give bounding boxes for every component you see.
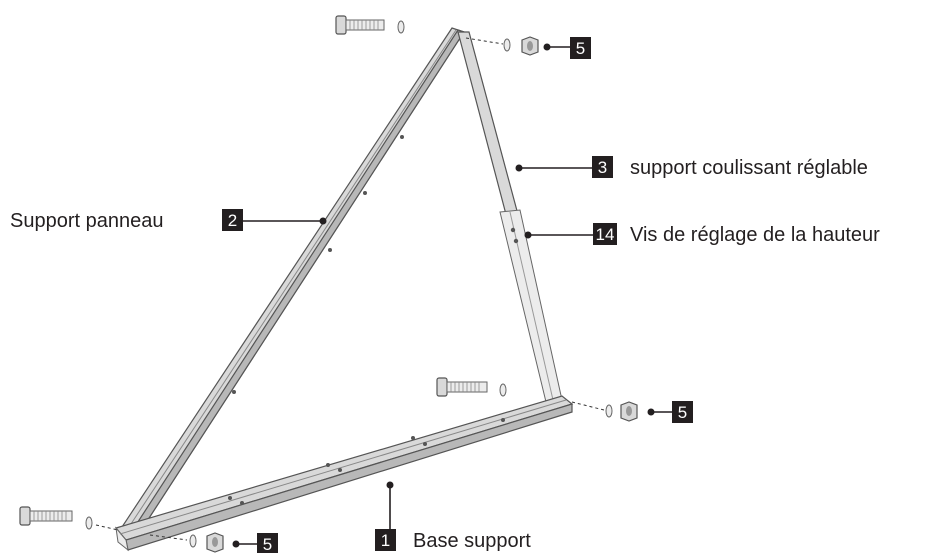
label-support-panneau: Support panneau [10,210,163,232]
callout-fastener-top: 5 [543,37,591,59]
fastener-set-top [335,15,539,56]
label-support-coulissant: support coulissant réglable [630,157,868,179]
bolt-icon [436,377,488,397]
fastener-set-bottom [19,506,224,553]
badge-3: 3 [598,158,607,177]
base-support-rail [114,395,574,552]
callout-height-screw: 14 Vis de réglage de la hauteur [524,223,880,246]
washer-icon [503,38,511,52]
bolt-icon [335,15,385,35]
washer-icon [85,516,93,530]
panel-support-rail [118,27,465,533]
badge-5-top: 5 [576,39,585,58]
washer-icon [397,20,405,34]
washer-icon [499,383,507,397]
badge-5-bottom: 5 [263,535,272,553]
label-base-support: Base support [413,530,531,552]
badge-1: 1 [381,531,390,550]
nut-icon [521,36,539,56]
sliding-support-rail [457,31,563,403]
washer-icon [189,534,197,548]
washer-icon [605,404,613,418]
badge-14: 14 [596,225,615,244]
fastener-set-right [436,377,638,422]
bolt-icon [19,506,73,526]
callout-fastener-right: 5 [647,401,693,423]
callout-base-support: 1 Base support [375,481,531,552]
callout-sliding-support: 3 support coulissant réglable [515,156,868,179]
callout-panel-support: Support panneau 2 [10,209,327,232]
badge-2: 2 [228,211,237,230]
badge-5-right: 5 [678,403,687,422]
nut-icon [620,401,638,422]
nut-icon [206,532,224,553]
label-vis-reglage: Vis de réglage de la hauteur [630,224,880,246]
callout-fastener-bottom: 5 [232,533,278,553]
